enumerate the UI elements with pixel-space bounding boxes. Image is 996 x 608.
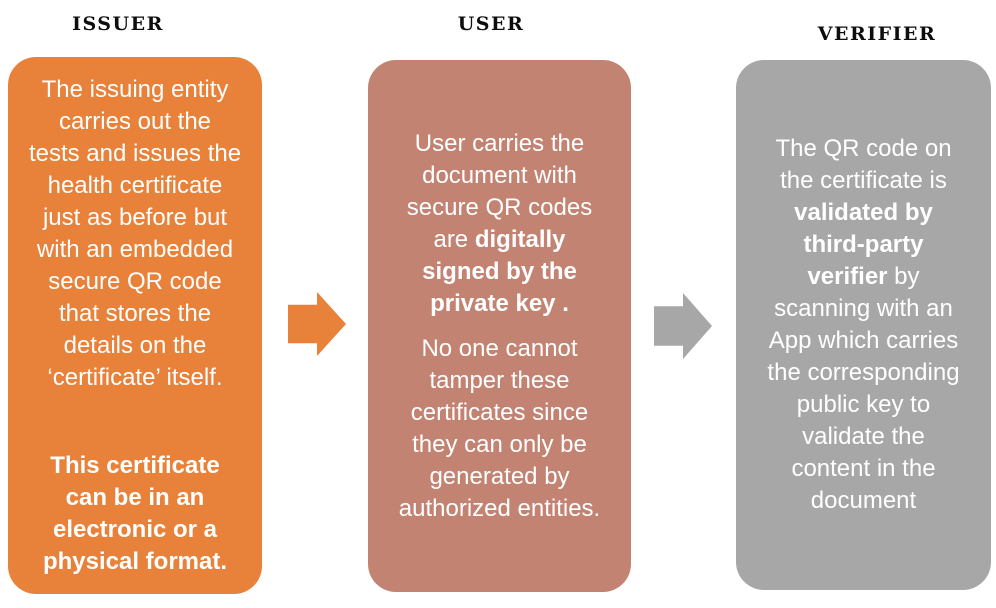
verifier-body-text: The QR code on the certificate is bbox=[775, 135, 952, 194]
user-highlight-text: digitally signed by the private key . bbox=[422, 225, 577, 317]
user-to-verifier-arrow-icon bbox=[654, 293, 712, 359]
issuer-header: ISSUER bbox=[72, 13, 164, 35]
user-paragraph-2: No one cannot tamper these certificates … bbox=[399, 333, 600, 525]
issuer-paragraph-1: The issuing entity carries out the tests… bbox=[29, 74, 241, 394]
user-body-text-2: No one cannot tamper these certificates … bbox=[398, 334, 601, 522]
issuer-highlight-text: This certificate can be in an electronic… bbox=[42, 451, 228, 575]
user-body-text: User carries the document with secure QR… bbox=[406, 129, 593, 253]
issuer-body-text: The issuing entity carries out the tests… bbox=[28, 75, 242, 391]
issuer-box: The issuing entity carries out the tests… bbox=[8, 57, 262, 594]
issuer-paragraph-2: This certificate can be in an electronic… bbox=[43, 450, 227, 578]
verifier-box: The QR code on the certificate is valida… bbox=[736, 60, 991, 590]
verifier-body-text-2: by scanning with an App which carries th… bbox=[767, 263, 960, 514]
verifier-header: VERIFIER bbox=[817, 23, 937, 45]
issuer-to-user-arrow-icon bbox=[288, 292, 346, 356]
user-header: USER bbox=[457, 13, 525, 35]
user-box: User carries the document with secure QR… bbox=[368, 60, 631, 592]
verifier-paragraph-1: The QR code on the certificate is valida… bbox=[767, 133, 959, 517]
verifier-highlight-text: validated by third-party verifier bbox=[794, 199, 933, 290]
user-paragraph-1: User carries the document with secure QR… bbox=[407, 128, 592, 320]
